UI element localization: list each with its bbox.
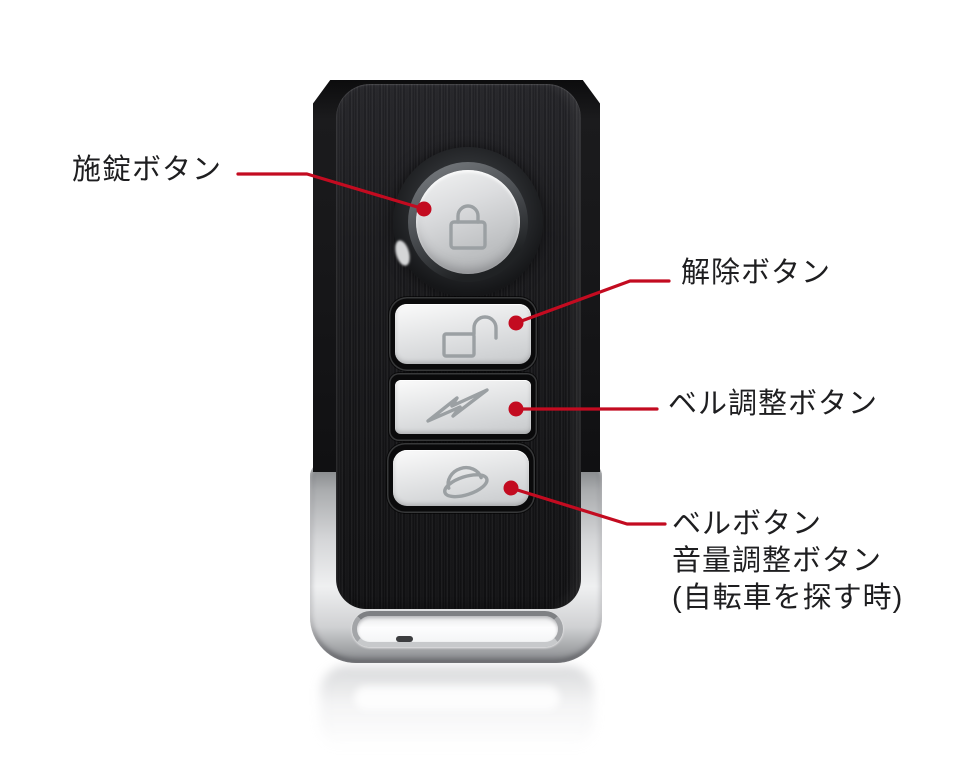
device-reflection-slot [354, 686, 560, 710]
lock-closed-icon [449, 204, 487, 250]
slot-detail [396, 636, 413, 642]
callout-label-bell-line3: (自転車を探す時) [672, 582, 904, 614]
bell-icon [443, 465, 489, 499]
lanyard-slot [352, 611, 563, 647]
lock-open-icon [442, 315, 498, 358]
unlock-button [389, 297, 537, 371]
callout-label-lock: 施錠ボタン [72, 154, 223, 186]
lightning-icon [426, 388, 489, 423]
callout-label-bell: ベルボタン 音量調整ボタン (自転車を探す時) [672, 506, 903, 617]
callout-label-bell-line1: ベルボタン [672, 508, 823, 540]
callout-label-unlock: 解除ボタン [681, 257, 832, 289]
callout-label-bell-adjust: ベル調整ボタン [668, 388, 879, 420]
callout-label-bell-line2: 音量調整ボタン [672, 545, 883, 577]
